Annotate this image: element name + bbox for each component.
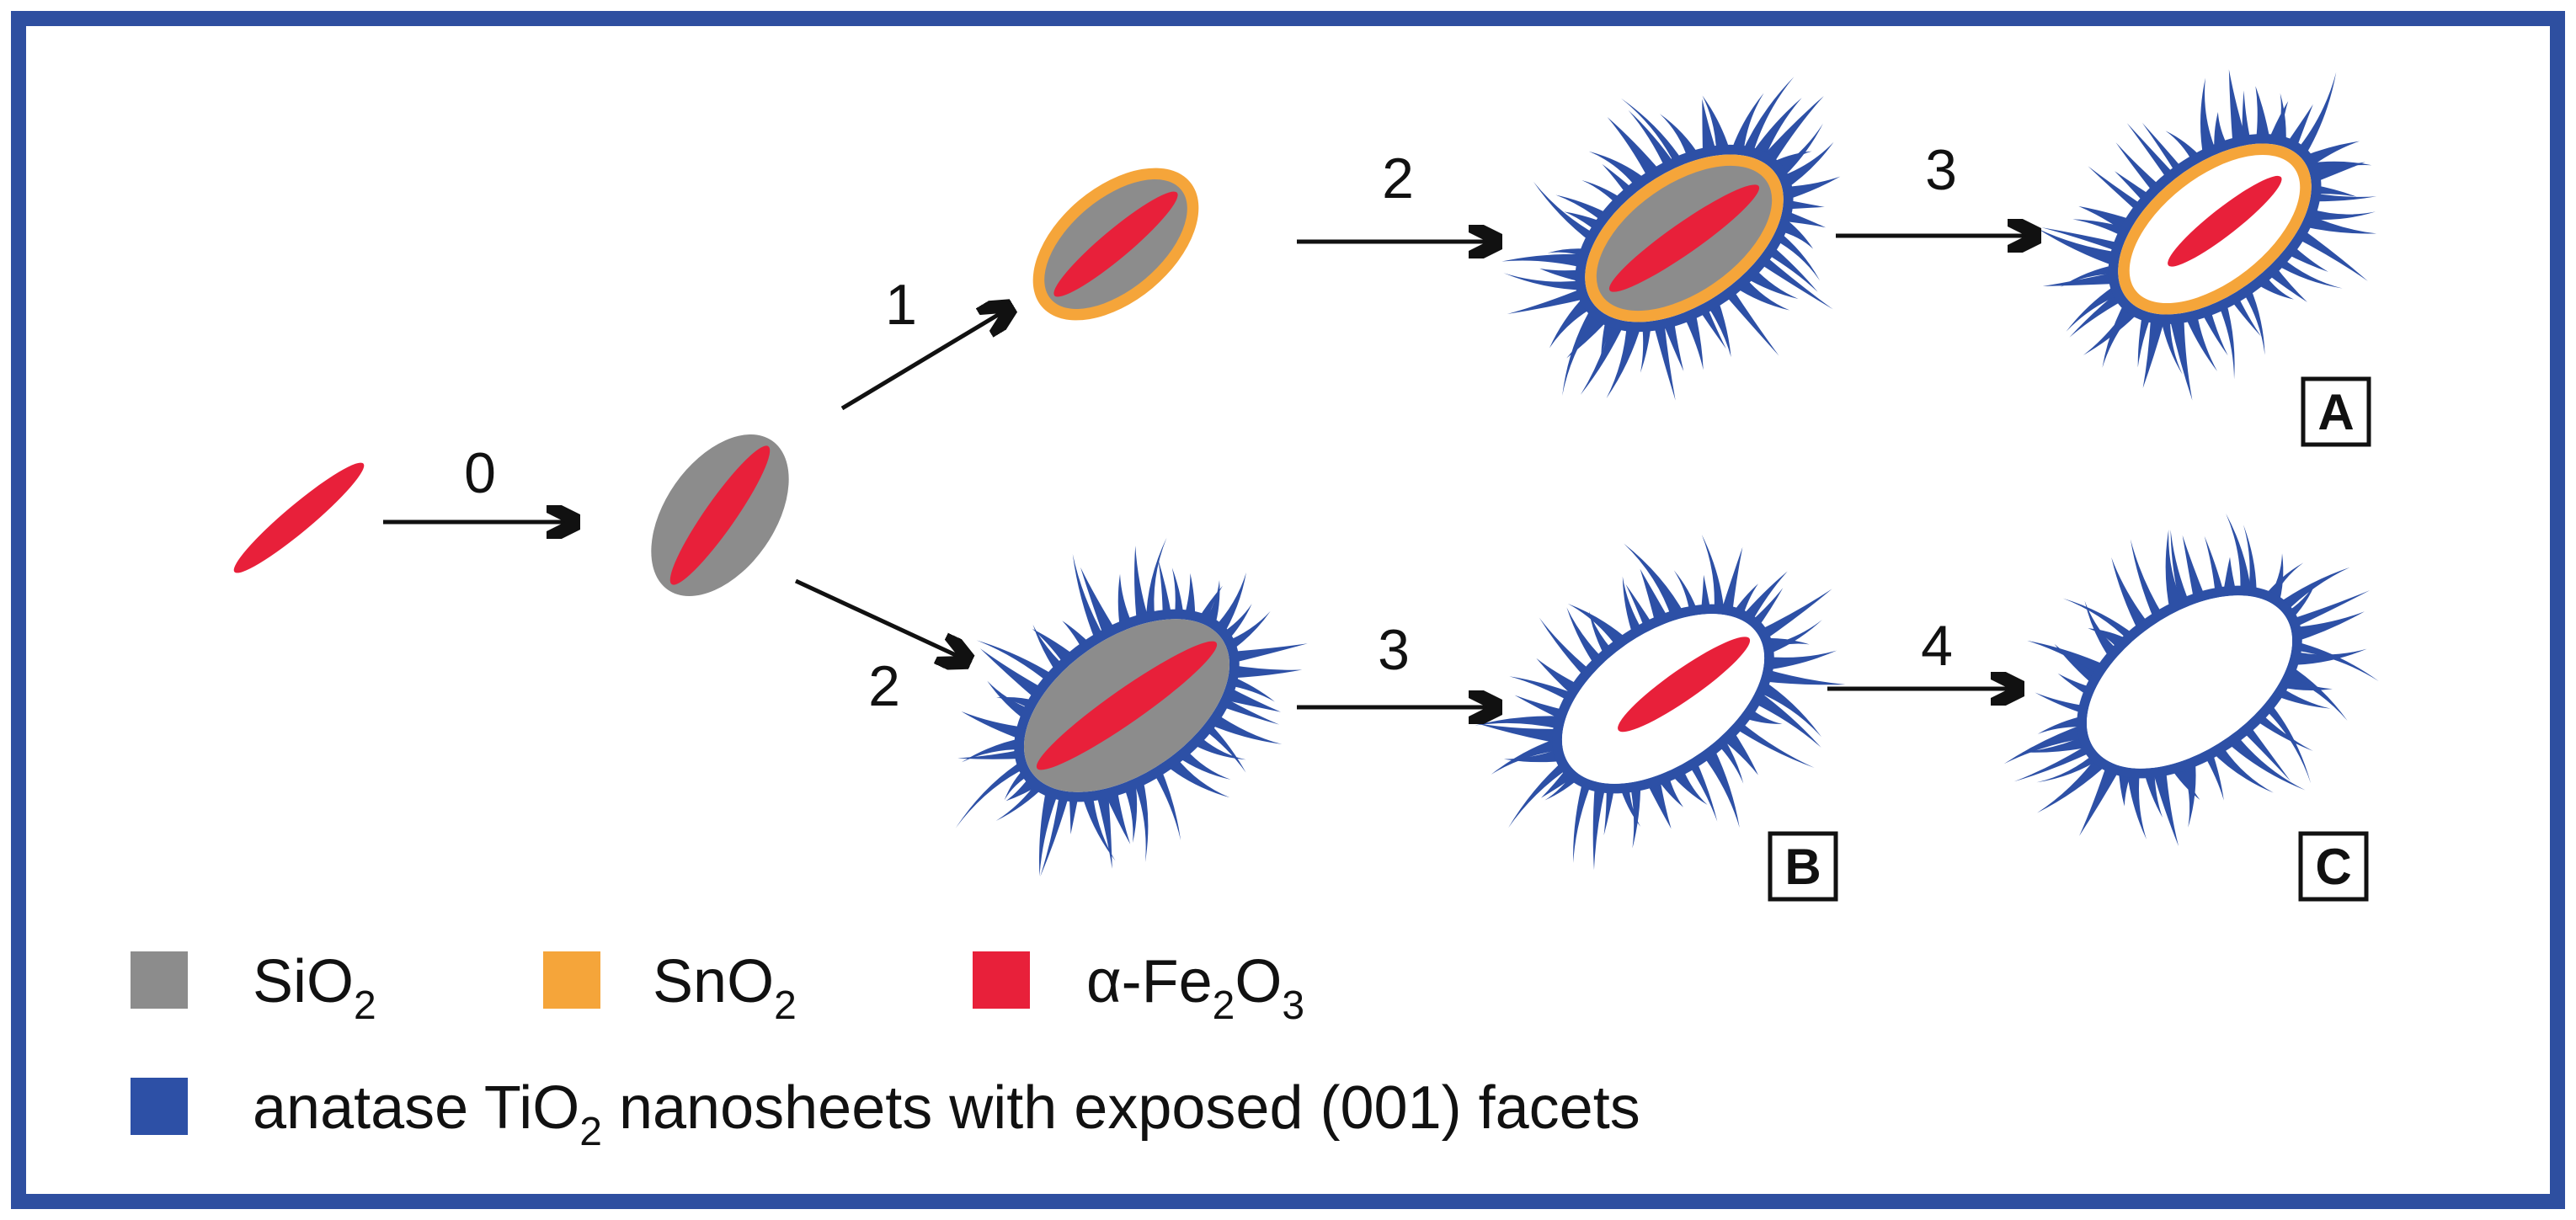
legend-swatch-sno2 (543, 951, 600, 1009)
product-label-b: B (1784, 839, 1821, 895)
legend-label-sno2: SnO2 (653, 948, 797, 1028)
legend-label-fe2o3: α-Fe2O3 (1086, 948, 1304, 1028)
step-label-0: 0 (464, 441, 496, 505)
particle-product-c (2003, 514, 2379, 846)
arrow-group (383, 236, 2038, 707)
step-label-3-bottom: 3 (1378, 618, 1410, 682)
particle-sno2-sio2-coated (1032, 168, 1199, 321)
step-label-2-bottom: 2 (868, 654, 900, 718)
step-label-2-top: 2 (1382, 147, 1414, 210)
legend-swatch-tio2 (131, 1078, 188, 1135)
arrow-step-1 (840, 307, 1011, 411)
legend-swatch-sio2 (131, 951, 188, 1009)
legend-swatch-fe2o3 (973, 951, 1030, 1009)
step-label-4: 4 (1921, 614, 1953, 678)
product-box-b (1768, 831, 1838, 902)
particle-group (233, 69, 2379, 877)
product-box-c (2298, 831, 2369, 902)
legend-label-sio2: SiO2 (253, 948, 376, 1028)
step-label-3-top: 3 (1925, 138, 1957, 202)
particle-fe2o3-spindle (233, 462, 365, 573)
arrow-step-2-bottom (794, 578, 968, 661)
particle-product-b (1475, 534, 1846, 871)
product-labels: A B C (1768, 376, 2371, 902)
particle-sio2-coated (651, 434, 789, 597)
particle-tio2-sio2 (955, 537, 1308, 877)
particle-tio2-sno2-sio2 (1501, 76, 1841, 401)
legend: SiO2 SnO2 α-Fe2O3 anatase TiO2 nanosheet… (131, 948, 1640, 1154)
step-labels: 0 1 2 3 2 3 4 (464, 138, 1957, 718)
legend-label-tio2: anatase TiO2 nanosheets with exposed (00… (253, 1074, 1640, 1154)
product-box-a (2301, 376, 2371, 447)
product-label-a: A (2317, 384, 2354, 440)
step-label-1: 1 (885, 273, 917, 337)
particle-product-a (2037, 69, 2377, 401)
product-label-c: C (2315, 839, 2351, 895)
